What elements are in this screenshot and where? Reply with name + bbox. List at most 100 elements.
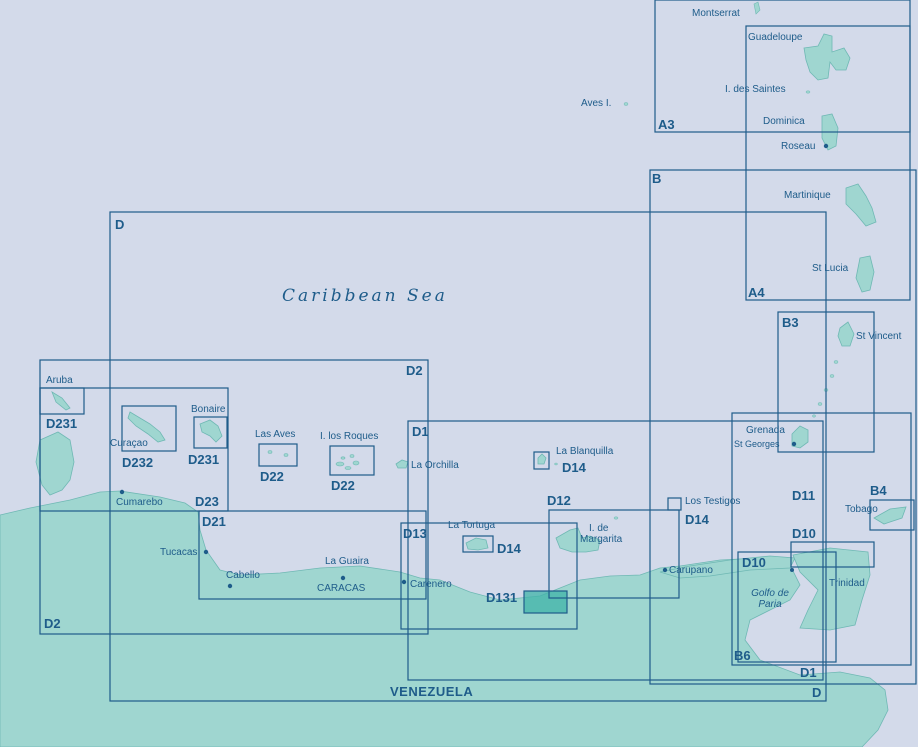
town-dots <box>119 143 829 589</box>
code-D10[interactable]: D10 <box>792 526 816 541</box>
label-margarita-line2: Margarita <box>580 534 623 545</box>
label-martinique: Martinique <box>784 190 831 201</box>
label-trinidad: Trinidad <box>829 578 865 589</box>
chart-box-D14-testigos[interactable] <box>667 497 682 511</box>
label-roseau: Roseau <box>781 141 816 152</box>
label-guadeloupe: Guadeloupe <box>748 32 803 43</box>
chart-box-B[interactable] <box>649 169 917 685</box>
label-cumarebo: Cumarebo <box>116 497 163 508</box>
chart-box-D231-aruba[interactable] <box>39 387 85 415</box>
code-D10-b[interactable]: D10 <box>742 555 766 570</box>
las-aves-islands <box>267 450 289 457</box>
code-D14-tortuga[interactable]: D14 <box>497 541 521 556</box>
code-B4[interactable]: B4 <box>870 483 887 498</box>
label-la-blanquilla: La Blanquilla <box>556 446 614 457</box>
chart-box-D14-blanquilla[interactable] <box>533 451 550 470</box>
code-B6[interactable]: B6 <box>734 648 751 663</box>
chart-box-B4[interactable] <box>869 499 915 531</box>
label-tucacas: Tucacas <box>160 547 198 558</box>
code-D23[interactable]: D23 <box>195 494 219 509</box>
label-las-aves: Las Aves <box>255 429 296 440</box>
la-orchilla-island <box>395 459 409 469</box>
chart-box-D22-roques[interactable] <box>329 445 375 476</box>
chart-box-D232[interactable] <box>121 405 177 452</box>
label-aruba: Aruba <box>46 375 73 386</box>
code-D231-bonaire[interactable]: D231 <box>188 452 220 467</box>
code-B3[interactable]: B3 <box>782 315 799 330</box>
label-curacao: Curaçao <box>110 438 148 449</box>
code-D21[interactable]: D21 <box>202 514 226 529</box>
code-D14-testigos[interactable]: D14 <box>685 512 709 527</box>
code-D1-bottom[interactable]: D1 <box>800 665 817 680</box>
code-D14-blanquilla[interactable]: D14 <box>562 460 586 475</box>
paraguana-peninsula <box>35 431 75 496</box>
label-margarita-line1: I. de <box>589 523 609 534</box>
code-D131[interactable]: D131 <box>486 590 518 605</box>
label-st-lucia: St Lucia <box>812 263 849 274</box>
chart-box-D22-aves[interactable] <box>258 443 298 467</box>
label-la-orchilla: La Orchilla <box>411 460 459 471</box>
code-D231-aruba[interactable]: D231 <box>46 416 78 431</box>
label-los-testigos: Los Testigos <box>685 496 741 507</box>
los-roques-islands <box>335 454 360 470</box>
venezuela-label: VENEZUELA <box>390 684 474 699</box>
grenada-island <box>791 425 809 449</box>
tobago-island <box>873 506 907 525</box>
gulf-line-2: Paria <box>758 599 782 610</box>
guadeloupe-island <box>803 33 851 81</box>
label-st-vincent: St Vincent <box>856 331 902 342</box>
chart-box-D11[interactable] <box>731 412 912 666</box>
st-vincent-island <box>837 321 855 347</box>
mainland-venezuela <box>0 490 889 747</box>
code-D[interactable]: D <box>115 217 125 232</box>
montserrat-island <box>753 1 761 15</box>
code-A3[interactable]: A3 <box>658 117 675 132</box>
chart-box-D10[interactable] <box>790 541 875 568</box>
code-D22-aves[interactable]: D22 <box>260 469 284 484</box>
label-dominica: Dominica <box>763 116 805 127</box>
grenadines-islets <box>554 90 839 520</box>
code-D2-bottom[interactable]: D2 <box>44 616 61 631</box>
label-carenero: Carenero <box>410 579 452 590</box>
chart-frames <box>39 0 917 702</box>
st-lucia-island <box>855 255 875 293</box>
curacao-island <box>127 411 166 443</box>
chart-box-D131-fill <box>524 591 567 613</box>
margarita-island <box>555 527 601 553</box>
chart-box-D231-bonaire[interactable] <box>193 416 228 449</box>
code-D12[interactable]: D12 <box>547 493 571 508</box>
golfo-de-paria-label: Golfo de Paria <box>744 588 796 610</box>
chart-box-D21[interactable] <box>198 510 427 600</box>
chart-box-D13[interactable] <box>400 522 578 630</box>
chart-box-A4[interactable] <box>745 25 911 301</box>
code-D2[interactable]: D2 <box>406 363 423 378</box>
chart-box-D23[interactable] <box>39 387 229 512</box>
martinique-island <box>845 183 877 227</box>
chart-box-D131[interactable] <box>523 590 568 614</box>
code-D1[interactable]: D1 <box>412 424 429 439</box>
chart-box-B6[interactable] <box>737 551 837 663</box>
label-bonaire: Bonaire <box>191 404 226 415</box>
chart-box-D1[interactable] <box>407 420 824 681</box>
caribbean-sea-label: Caribbean Sea <box>282 286 448 306</box>
chart-box-A3[interactable] <box>654 0 911 133</box>
bonaire-island <box>199 419 223 443</box>
chart-box-D[interactable] <box>109 211 827 702</box>
code-D22-roques[interactable]: D22 <box>331 478 355 493</box>
code-D232[interactable]: D232 <box>122 455 154 470</box>
code-D-bottom[interactable]: D <box>812 685 822 700</box>
aruba-island <box>51 391 71 411</box>
label-des-saintes: I. des Saintes <box>725 84 786 95</box>
label-carupano: Carupano <box>669 565 713 576</box>
code-D13[interactable]: D13 <box>403 526 427 541</box>
code-B[interactable]: B <box>652 171 662 186</box>
la-tortuga-island <box>465 537 489 551</box>
label-aves: Aves I. <box>581 98 612 109</box>
code-A4[interactable]: A4 <box>748 285 765 300</box>
chart-box-D12[interactable] <box>548 509 680 599</box>
code-D11[interactable]: D11 <box>792 488 816 503</box>
chart-box-D14-tortuga[interactable] <box>462 535 494 553</box>
paria-peninsula <box>659 555 796 579</box>
